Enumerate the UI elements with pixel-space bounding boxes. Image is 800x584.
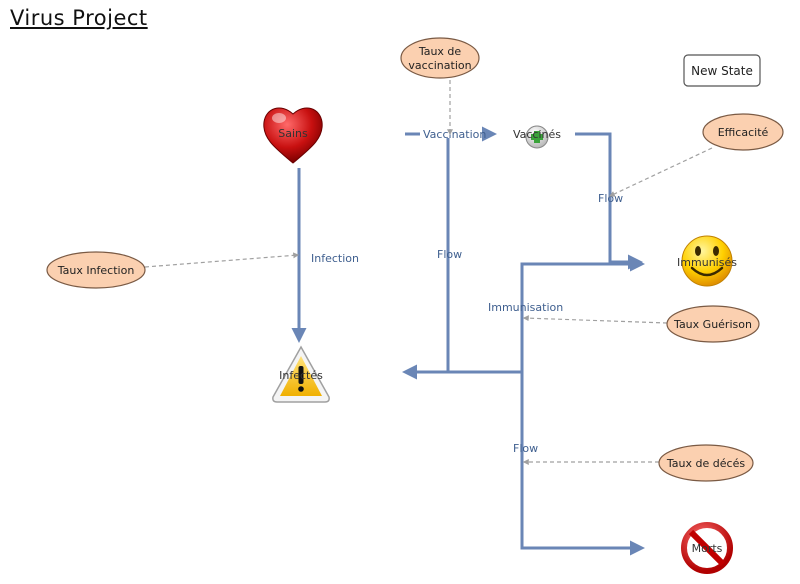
flow-infected-to-dead[interactable]: Flow xyxy=(513,372,645,556)
param-vaccination-rate-line2: vaccination xyxy=(408,59,471,72)
param-efficacy[interactable]: Efficacité xyxy=(702,113,784,151)
param-infection-rate[interactable]: Taux Infection xyxy=(46,251,146,289)
param-infection-rate-label: Taux Infection xyxy=(57,264,135,277)
smiley-icon xyxy=(681,235,733,287)
param-recovery-rate[interactable]: Taux Guérison xyxy=(666,305,760,343)
flow-vaccination[interactable]: Vaccination xyxy=(405,126,497,142)
state-dead-label: Morts xyxy=(692,542,723,555)
page-title: Virus Project xyxy=(10,6,148,30)
state-healthy-label: Sains xyxy=(278,127,308,140)
flow-immunisation[interactable]: Immunisation xyxy=(448,256,645,374)
state-healthy[interactable]: Sains xyxy=(263,107,323,164)
flow-vaccination-label: Vaccination xyxy=(423,128,486,141)
link-infection-rate xyxy=(144,252,300,268)
state-infected[interactable]: Infectés xyxy=(272,345,330,403)
vaccine-icon xyxy=(525,125,549,149)
warning-icon xyxy=(272,345,330,403)
state-immunized[interactable]: Immunisés xyxy=(677,235,737,287)
param-vaccination-rate-line1: Taux de xyxy=(418,45,462,58)
flow-vaccinated-to-immunized[interactable]: Flow xyxy=(575,132,643,270)
link-efficacy xyxy=(608,147,713,197)
param-vaccination-rate[interactable]: Taux de vaccination xyxy=(400,37,480,79)
state-dead[interactable]: Morts xyxy=(681,522,733,574)
param-efficacy-label: Efficacité xyxy=(718,126,769,139)
state-vaccinated[interactable]: Vaccinés xyxy=(513,125,561,149)
param-death-rate[interactable]: Taux de décés xyxy=(658,444,754,482)
flow-immunized-label: Flow xyxy=(598,192,623,205)
flow-dead-label: Flow xyxy=(513,442,538,455)
flow-infection-label: Infection xyxy=(311,252,359,265)
param-death-rate-label: Taux de décés xyxy=(666,457,745,470)
flow-immunisation-label: Immunisation xyxy=(488,301,563,314)
flow-infection[interactable]: Infection xyxy=(291,168,359,343)
link-recovery-rate xyxy=(522,315,668,324)
new-state-button[interactable]: New State xyxy=(683,54,761,87)
flow-vaccines-to-infected[interactable]: Flow xyxy=(402,138,462,380)
new-state-button-label: New State xyxy=(691,64,753,78)
state-vaccinated-label: Vaccinés xyxy=(513,128,561,141)
param-recovery-rate-label: Taux Guérison xyxy=(673,318,752,331)
no-entry-icon xyxy=(681,522,733,574)
heart-icon xyxy=(263,107,323,164)
state-infected-label: Infectés xyxy=(279,369,323,382)
state-immunized-label: Immunisés xyxy=(677,256,737,269)
flow-vaccines-label: Flow xyxy=(437,248,462,261)
